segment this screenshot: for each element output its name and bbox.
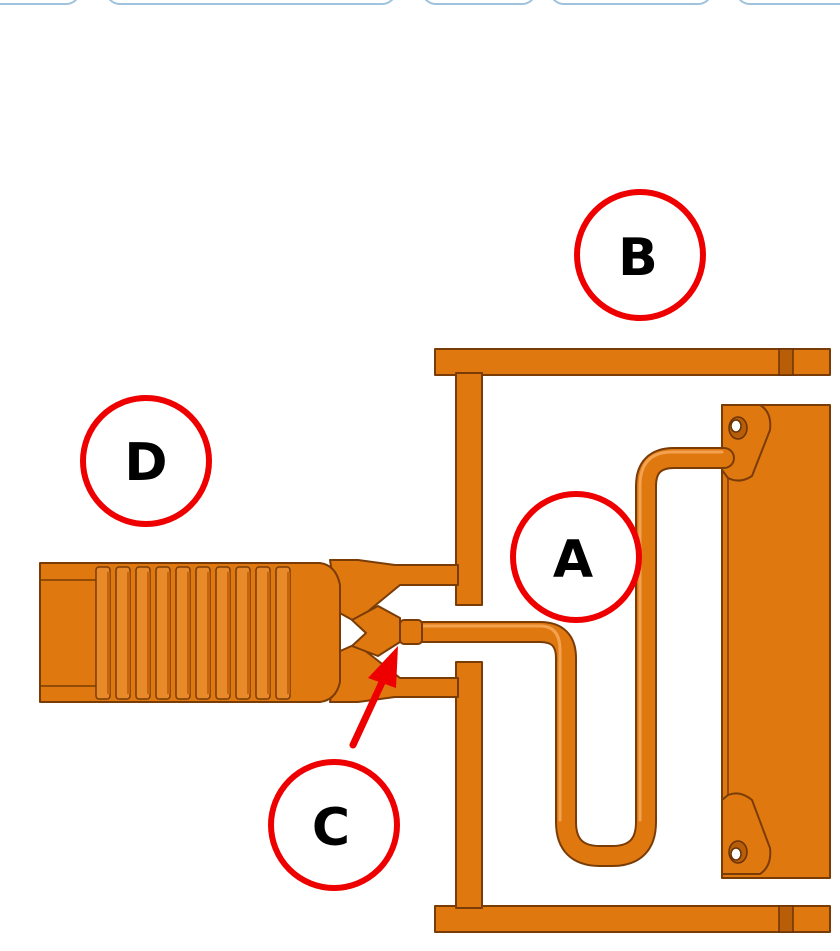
pipe-end-cap <box>399 619 423 645</box>
callout-b-label: B <box>618 228 658 288</box>
callout-b: B <box>574 189 706 321</box>
ribbed-handle <box>39 562 341 703</box>
serpentine-pipe <box>399 447 735 867</box>
callout-d-label: D <box>124 433 167 493</box>
frame-top-rail <box>434 348 831 376</box>
callout-d: D <box>80 395 212 527</box>
frame-bottom-rail-joint <box>778 905 794 933</box>
handle-ribs <box>95 566 291 700</box>
callout-c-arrow <box>349 646 398 749</box>
toolbar-pill-2[interactable] <box>106 0 396 5</box>
toolbar-pill-1[interactable] <box>0 0 80 5</box>
top-toolbar-fragment <box>0 0 840 5</box>
gate-connector <box>329 559 459 703</box>
callout-c-label: C <box>312 798 350 858</box>
callout-a-label: A <box>553 530 593 590</box>
toolbar-pill-3[interactable] <box>422 0 536 5</box>
callout-a: A <box>510 491 642 623</box>
main-body-block <box>721 404 831 879</box>
toolbar-pill-5[interactable] <box>736 0 840 5</box>
toolbar-pill-4[interactable] <box>550 0 712 5</box>
frame-left-upright-upper <box>455 372 483 606</box>
frame-bottom-rail <box>434 905 831 933</box>
callout-c: C <box>268 759 400 891</box>
frame-top-rail-joint <box>778 348 794 376</box>
frame-left-upright-lower <box>455 661 483 909</box>
runner-frame <box>434 348 831 933</box>
